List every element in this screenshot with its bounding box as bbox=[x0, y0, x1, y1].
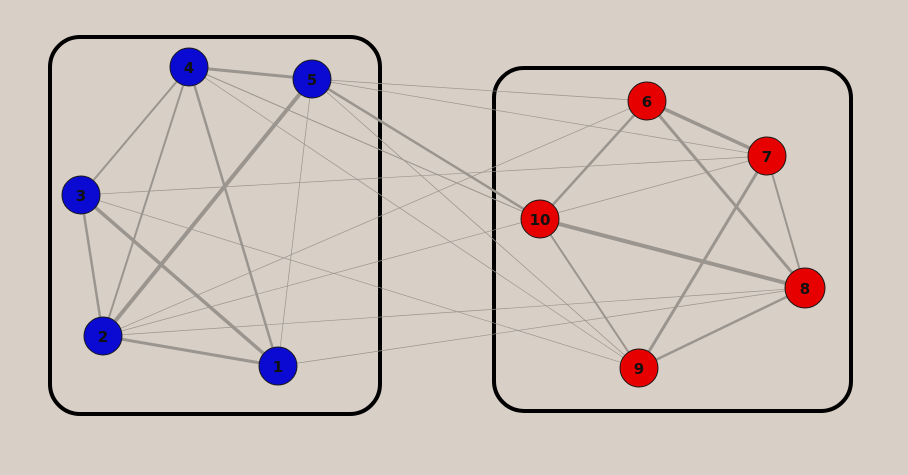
node-label-3: 3 bbox=[76, 187, 86, 205]
edge-2-8 bbox=[102, 287, 806, 337]
node-label-10: 10 bbox=[530, 211, 551, 229]
edge-4-3 bbox=[80, 66, 190, 196]
edge-9-8 bbox=[637, 286, 807, 370]
edge-4-5 bbox=[187, 65, 314, 81]
node-8: 8 bbox=[784, 267, 826, 309]
node-circle-8 bbox=[784, 267, 826, 309]
node-label-5: 5 bbox=[307, 71, 317, 89]
node-3: 3 bbox=[61, 175, 101, 215]
node-circle-3 bbox=[61, 175, 101, 215]
edge-1-8 bbox=[277, 287, 806, 367]
node-circle-6 bbox=[627, 81, 667, 121]
edge-2-6 bbox=[102, 100, 648, 337]
node-circle-4 bbox=[169, 47, 209, 87]
node-2: 2 bbox=[83, 316, 123, 356]
node-label-7: 7 bbox=[762, 148, 772, 166]
edge-10-9 bbox=[539, 218, 640, 369]
edge-5-2 bbox=[101, 77, 314, 338]
node-label-2: 2 bbox=[98, 328, 108, 346]
node-label-6: 6 bbox=[642, 93, 652, 111]
edge-7-8 bbox=[766, 155, 806, 289]
node-label-9: 9 bbox=[634, 360, 644, 378]
edge-4-10 bbox=[188, 66, 541, 220]
edge-6-10 bbox=[538, 99, 649, 221]
edges-layer bbox=[79, 65, 807, 370]
node-9: 9 bbox=[619, 348, 659, 388]
edge-2-1 bbox=[101, 334, 280, 368]
edge-4-2 bbox=[102, 66, 190, 337]
node-label-1: 1 bbox=[273, 358, 283, 376]
node-5: 5 bbox=[292, 59, 332, 99]
node-circle-1 bbox=[258, 346, 298, 386]
edge-4-1 bbox=[187, 65, 280, 368]
edge-6-8 bbox=[645, 99, 807, 290]
edge-5-7 bbox=[311, 78, 768, 157]
node-10: 10 bbox=[520, 199, 560, 239]
edge-4-9 bbox=[188, 66, 640, 369]
edge-5-10 bbox=[310, 77, 542, 221]
group-box-left bbox=[48, 35, 382, 416]
edge-10-8 bbox=[538, 217, 807, 290]
edge-2-7 bbox=[102, 155, 768, 337]
node-4: 4 bbox=[169, 47, 209, 87]
node-label-4: 4 bbox=[184, 59, 194, 77]
edge-3-1 bbox=[79, 193, 280, 368]
edge-5-6 bbox=[311, 78, 648, 102]
edge-3-2 bbox=[79, 193, 105, 338]
node-1: 1 bbox=[258, 346, 298, 386]
edge-5-1 bbox=[277, 78, 313, 367]
node-circle-10 bbox=[520, 199, 560, 239]
node-7: 7 bbox=[747, 136, 787, 176]
node-6: 6 bbox=[627, 81, 667, 121]
node-circle-9 bbox=[619, 348, 659, 388]
edge-5-9 bbox=[311, 78, 640, 369]
node-circle-2 bbox=[83, 316, 123, 356]
node-circle-7 bbox=[747, 136, 787, 176]
node-label-8: 8 bbox=[800, 280, 810, 298]
edge-6-7 bbox=[645, 99, 769, 158]
edge-3-7 bbox=[80, 155, 768, 196]
group-box-right bbox=[492, 66, 853, 413]
node-circle-5 bbox=[292, 59, 332, 99]
nodes-layer: 1 2 3 4 5 6 7 8 9 10 bbox=[61, 47, 826, 388]
edge-3-9 bbox=[80, 194, 640, 369]
